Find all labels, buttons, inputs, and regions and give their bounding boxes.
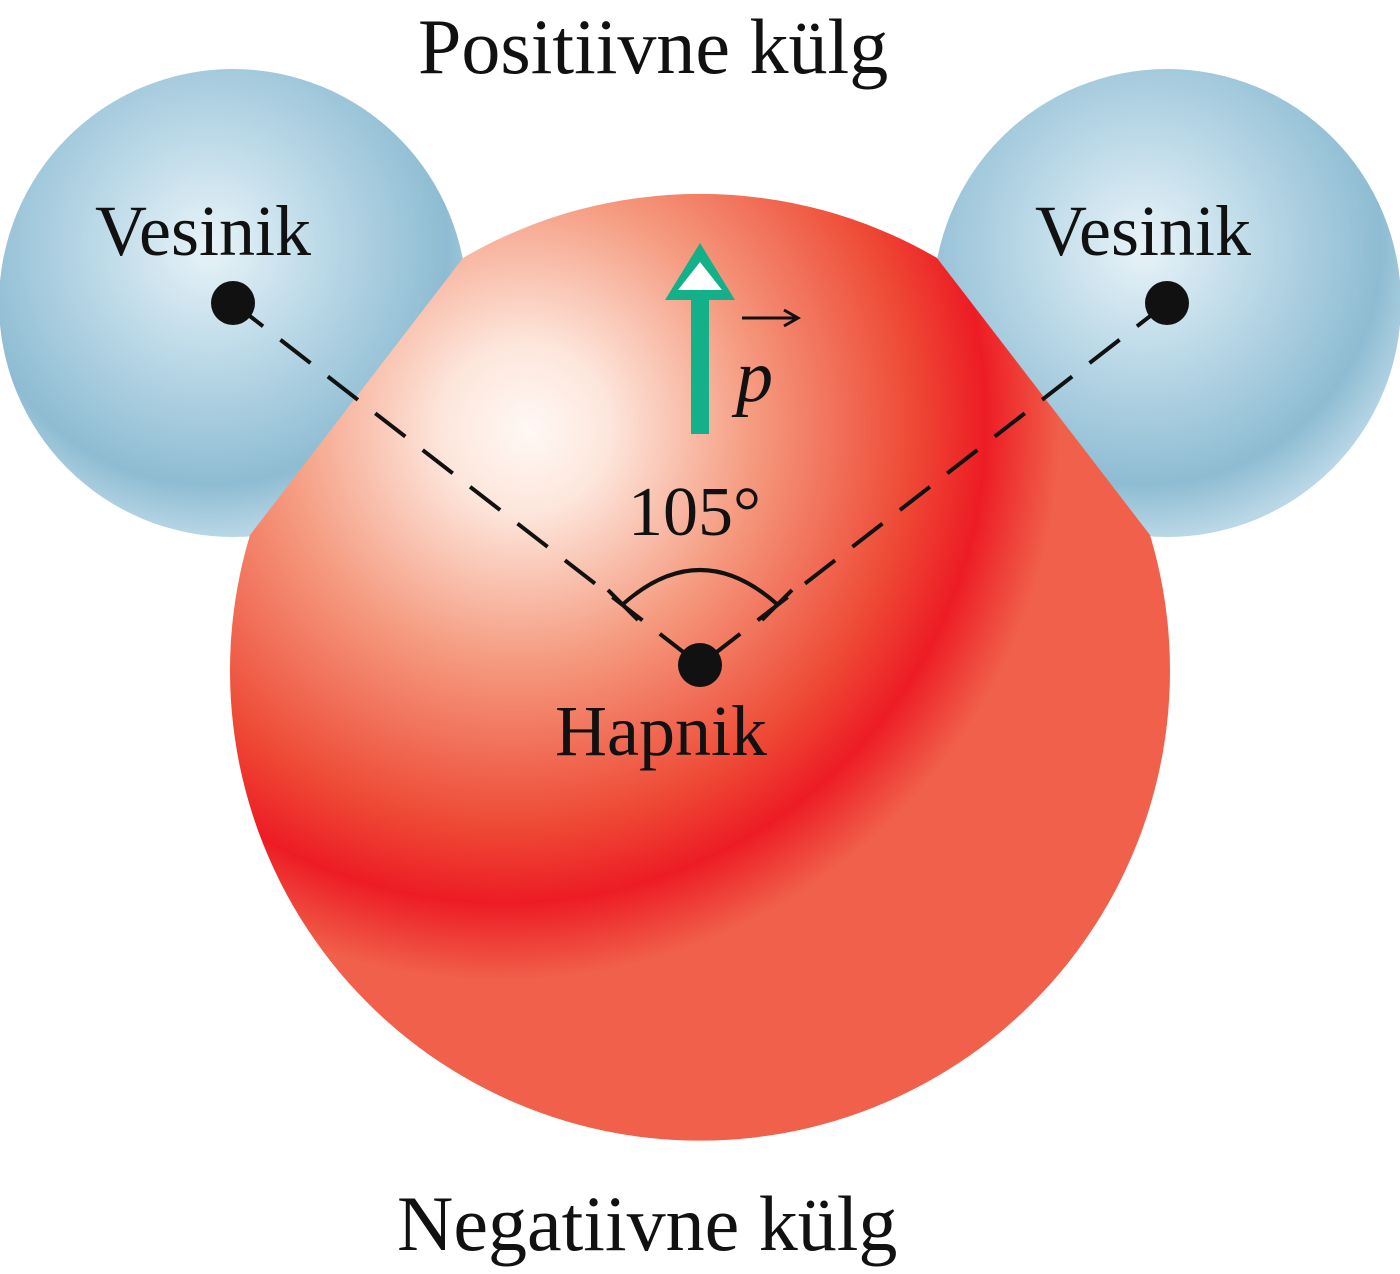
vector-arrow-icon — [742, 308, 802, 328]
oxygen-nucleus — [678, 643, 722, 687]
positive-side-label: Positiivne külg — [418, 3, 889, 90]
oxygen-label: Hapnik — [555, 691, 767, 771]
hydrogen-right-nucleus — [1145, 281, 1189, 325]
hydrogen-left-label: Vesinik — [95, 191, 311, 271]
dipole-arrow-icon — [665, 243, 735, 434]
bond-angle-label: 105° — [628, 474, 761, 551]
negative-side-label: Negatiivne külg — [397, 1180, 898, 1267]
hydrogen-right-label: Vesinik — [1035, 191, 1251, 271]
dipole-moment-symbol: p — [736, 336, 773, 418]
angle-arc — [606, 568, 794, 622]
hydrogen-left-nucleus — [211, 281, 255, 325]
